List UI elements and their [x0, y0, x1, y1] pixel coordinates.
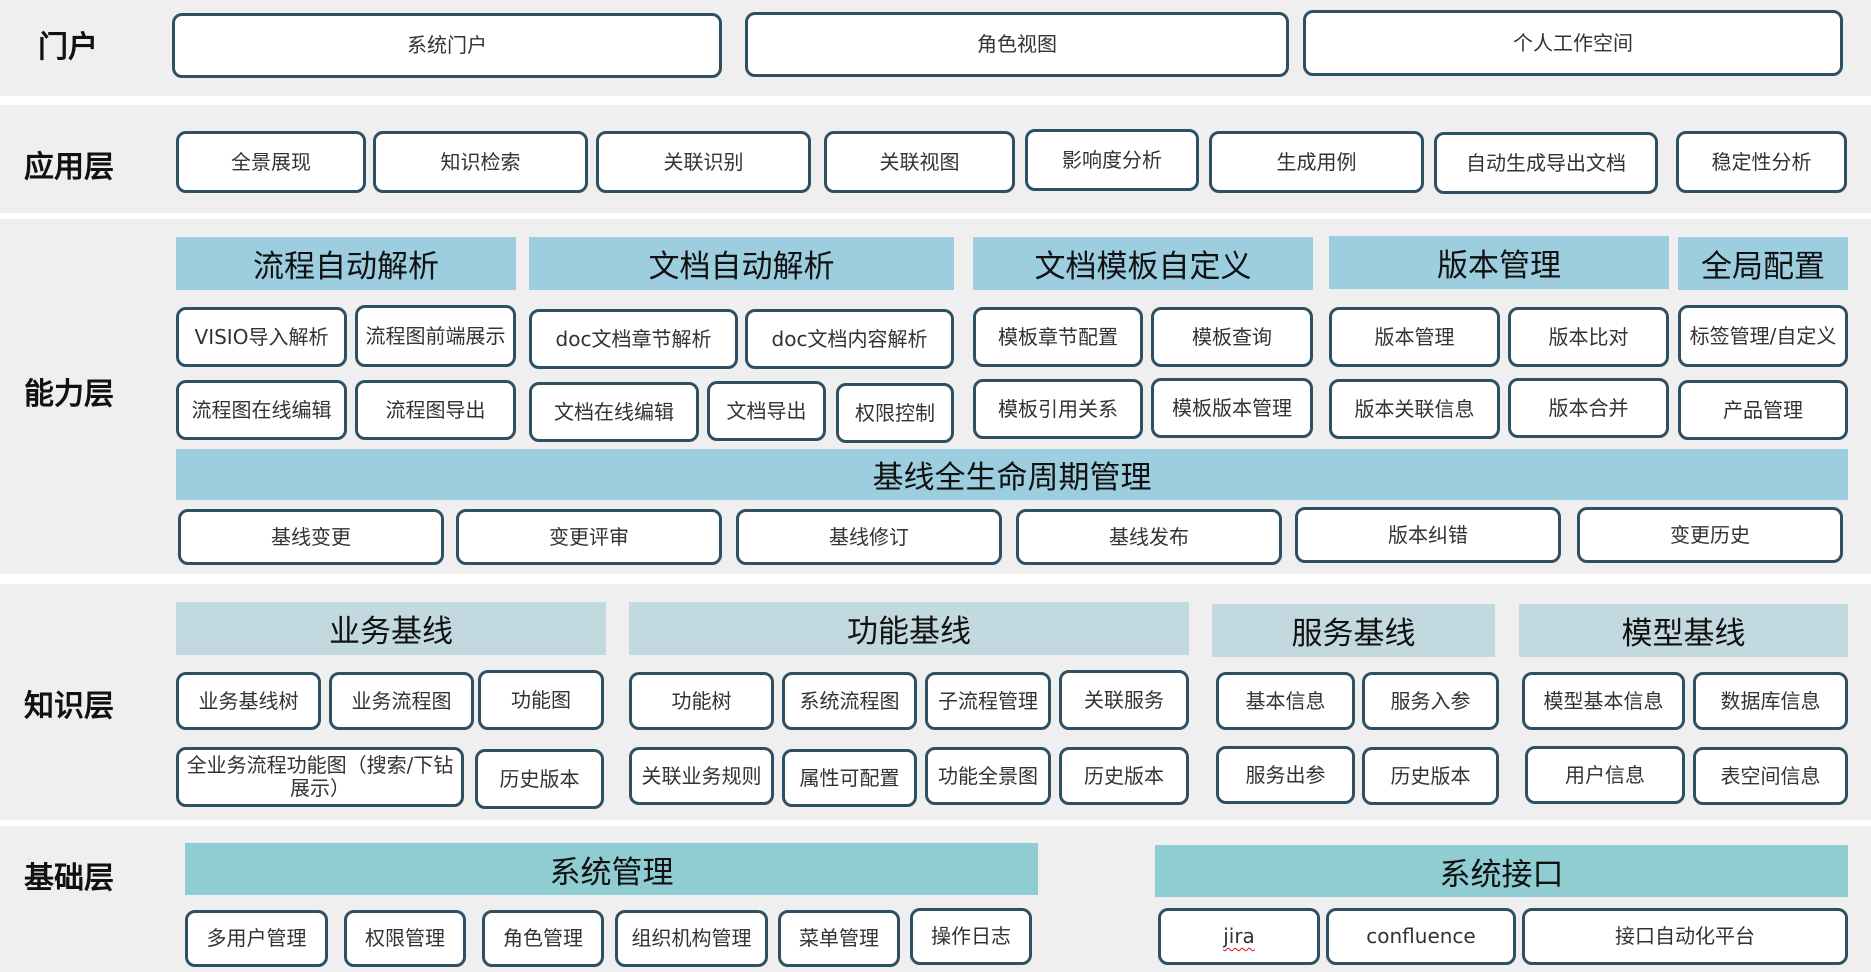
cap-template-version-mgmt[interactable]: 模板版本管理: [1151, 378, 1313, 438]
cap-template-chapter-config[interactable]: 模板章节配置: [973, 307, 1143, 367]
know-header-function-baseline: 功能基线: [629, 602, 1189, 655]
know-function-panorama[interactable]: 功能全景图: [925, 747, 1051, 805]
app-knowledge-search[interactable]: 知识检索: [373, 131, 588, 193]
cap-template-references[interactable]: 模板引用关系: [973, 379, 1143, 439]
found-org-mgmt[interactable]: 组织机构管理: [615, 910, 768, 967]
cap-version-relation-info[interactable]: 版本关联信息: [1329, 379, 1500, 439]
cap-doc-content-parse[interactable]: doc文档内容解析: [745, 309, 954, 369]
found-confluence[interactable]: confluence: [1326, 908, 1516, 965]
baseline-change-history[interactable]: 变更历史: [1577, 507, 1843, 563]
layer-label-application: 应用层: [24, 150, 114, 185]
know-full-business-function-diagram[interactable]: 全业务流程功能图（搜索/下钻展示）: [176, 747, 464, 807]
layer-label-portal: 门户: [38, 30, 98, 65]
cap-version-compare[interactable]: 版本比对: [1508, 307, 1669, 367]
cap-doc-export[interactable]: 文档导出: [707, 381, 826, 441]
portal-role-view[interactable]: 角色视图: [745, 12, 1289, 77]
know-business-history[interactable]: 历史版本: [475, 749, 604, 809]
know-configurable-attributes[interactable]: 属性可配置: [782, 749, 917, 807]
know-tablespace-info[interactable]: 表空间信息: [1693, 747, 1848, 805]
cap-header-global-config: 全局配置: [1678, 237, 1848, 290]
cap-version-merge[interactable]: 版本合并: [1508, 378, 1669, 438]
cap-template-query[interactable]: 模板查询: [1151, 307, 1313, 367]
know-user-info[interactable]: 用户信息: [1525, 746, 1685, 804]
know-subprocess-mgmt[interactable]: 子流程管理: [925, 672, 1051, 730]
baseline-revision[interactable]: 基线修订: [736, 509, 1002, 565]
cap-doc-chapter-parse[interactable]: doc文档章节解析: [529, 309, 738, 369]
know-service-input-params[interactable]: 服务入参: [1362, 672, 1499, 730]
cap-flowchart-edit[interactable]: 流程图在线编辑: [176, 380, 347, 440]
cap-product-management[interactable]: 产品管理: [1678, 380, 1848, 440]
app-auto-export-docs[interactable]: 自动生成导出文档: [1434, 132, 1658, 194]
know-service-basic-info[interactable]: 基本信息: [1216, 672, 1355, 730]
found-header-system-mgmt: 系统管理: [185, 843, 1038, 895]
cap-visio-import[interactable]: VISIO导入解析: [176, 307, 347, 367]
know-related-services[interactable]: 关联服务: [1059, 670, 1189, 730]
know-database-info[interactable]: 数据库信息: [1693, 672, 1848, 730]
know-header-service-baseline: 服务基线: [1212, 604, 1495, 657]
cap-flowchart-export[interactable]: 流程图导出: [355, 380, 516, 440]
cap-tag-management[interactable]: 标签管理/自定义: [1678, 305, 1848, 367]
cap-header-doc-parse: 文档自动解析: [529, 237, 954, 290]
cap-header-process-parse: 流程自动解析: [176, 237, 516, 290]
found-jira-label: jira: [1223, 924, 1255, 948]
found-permission-mgmt[interactable]: 权限管理: [344, 910, 466, 967]
baseline-release[interactable]: 基线发布: [1016, 509, 1282, 565]
know-related-business-rules[interactable]: 关联业务规则: [629, 747, 774, 805]
found-multi-user-mgmt[interactable]: 多用户管理: [185, 910, 328, 967]
baseline-change-review[interactable]: 变更评审: [456, 509, 722, 565]
cap-doc-online-edit[interactable]: 文档在线编辑: [529, 382, 699, 442]
know-system-flowchart[interactable]: 系统流程图: [782, 672, 917, 730]
app-generate-cases[interactable]: 生成用例: [1209, 131, 1424, 193]
know-function-diagram[interactable]: 功能图: [478, 670, 604, 730]
know-function-history[interactable]: 历史版本: [1059, 747, 1189, 805]
found-operation-log[interactable]: 操作日志: [910, 908, 1032, 965]
cap-header-version-mgmt: 版本管理: [1329, 236, 1669, 289]
app-stability-analysis[interactable]: 稳定性分析: [1676, 131, 1847, 193]
cap-version-management[interactable]: 版本管理: [1329, 307, 1500, 367]
layer-label-knowledge: 知识层: [24, 689, 114, 724]
portal-system-portal[interactable]: 系统门户: [172, 13, 722, 78]
layer-label-capability: 能力层: [24, 377, 114, 412]
know-header-business-baseline: 业务基线: [176, 602, 606, 655]
know-header-model-baseline: 模型基线: [1519, 604, 1848, 657]
layer-label-foundation: 基础层: [24, 861, 114, 896]
know-model-basic-info[interactable]: 模型基本信息: [1522, 672, 1685, 730]
know-service-history[interactable]: 历史版本: [1362, 747, 1499, 805]
baseline-change[interactable]: 基线变更: [178, 509, 444, 565]
app-relation-recognition[interactable]: 关联识别: [596, 131, 811, 193]
found-role-mgmt[interactable]: 角色管理: [482, 910, 604, 967]
app-impact-analysis[interactable]: 影响度分析: [1025, 129, 1199, 191]
found-api-automation-platform[interactable]: 接口自动化平台: [1522, 908, 1848, 965]
cap-permission-control[interactable]: 权限控制: [836, 383, 954, 443]
know-function-tree[interactable]: 功能树: [629, 672, 774, 730]
know-service-output-params[interactable]: 服务出参: [1216, 746, 1355, 804]
found-header-system-interface: 系统接口: [1155, 845, 1848, 897]
know-business-flowchart[interactable]: 业务流程图: [329, 672, 474, 730]
found-menu-mgmt[interactable]: 菜单管理: [778, 910, 900, 967]
portal-personal-workspace[interactable]: 个人工作空间: [1303, 10, 1843, 76]
know-business-tree[interactable]: 业务基线树: [176, 672, 321, 730]
cap-flowchart-frontend[interactable]: 流程图前端展示: [355, 305, 516, 367]
app-relation-view[interactable]: 关联视图: [824, 131, 1015, 193]
cap-header-doc-template: 文档模板自定义: [973, 237, 1313, 290]
cap-header-baseline-lifecycle: 基线全生命周期管理: [176, 449, 1848, 500]
baseline-version-correction[interactable]: 版本纠错: [1295, 507, 1561, 563]
found-jira[interactable]: jira: [1158, 908, 1320, 965]
app-panorama[interactable]: 全景展现: [176, 131, 366, 193]
